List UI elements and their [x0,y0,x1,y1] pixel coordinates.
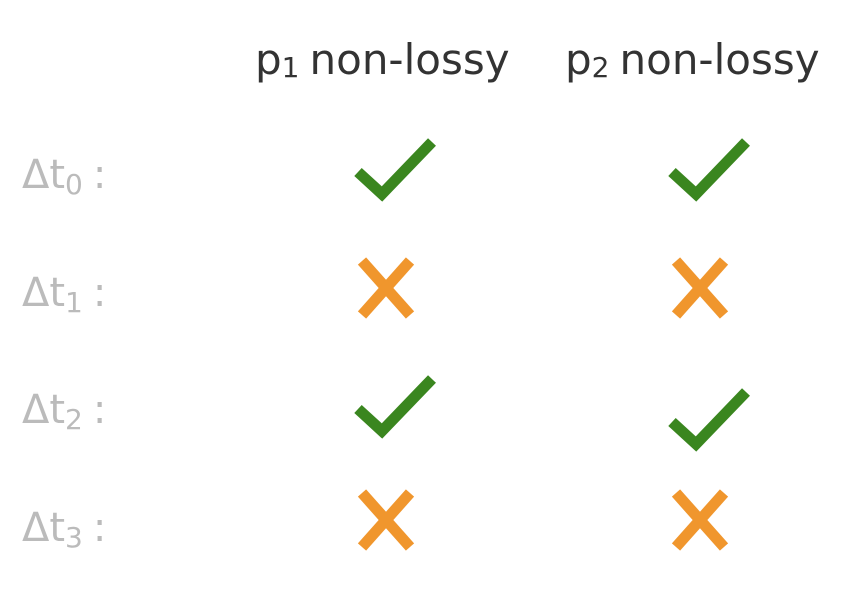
cell-mark-dt2-p1 [352,373,436,439]
row-label-dt1: Δt1: [22,268,106,322]
cross-icon [671,489,729,551]
row-label-subscript: 2 [65,403,83,436]
row-label-dt2: Δt2: [22,385,106,439]
cell-mark-dt0-p2 [666,136,750,202]
row-label-colon: : [92,270,107,316]
column-header-text: non-lossy [309,35,510,84]
cross-icon [671,257,729,319]
cross-icon [357,257,415,319]
check-icon [668,388,750,452]
row-label-subscript: 0 [65,168,83,201]
check-icon [668,138,750,202]
column-header-p2: p2 non-lossy [565,30,820,95]
check-stroke [668,388,750,452]
column-header-prefix: p [255,35,282,84]
check-icon [354,375,436,439]
column-header-p1: p1 non-lossy [255,30,510,95]
cell-mark-dt0-p1 [352,136,436,202]
cross-stroke-2 [671,257,729,319]
row-label-prefix: Δt [22,152,66,198]
row-label-subscript: 3 [65,521,83,554]
row-label-colon: : [92,387,107,433]
cross-stroke-2 [357,257,415,319]
column-header-subscript: 1 [281,51,300,84]
column-header-subscript: 2 [591,51,610,84]
cross-icon [357,489,415,551]
row-label-dt3: Δt3: [22,503,106,557]
column-header-text: non-lossy [619,35,820,84]
row-label-colon: : [92,505,107,551]
cross-stroke-2 [671,489,729,551]
row-label-prefix: Δt [22,505,66,551]
check-icon [354,138,436,202]
row-label-prefix: Δt [22,270,66,316]
row-label-subscript: 1 [65,286,83,319]
cell-mark-dt3-p1 [352,487,436,553]
cell-mark-dt3-p2 [666,487,750,553]
row-label-prefix: Δt [22,387,66,433]
check-stroke [354,375,436,439]
check-stroke [668,138,750,202]
cell-mark-dt1-p2 [666,255,750,321]
check-stroke [354,138,436,202]
column-header-prefix: p [565,35,592,84]
row-label-dt0: Δt0: [22,150,106,204]
cross-stroke-2 [357,489,415,551]
row-label-colon: : [92,152,107,198]
cell-mark-dt2-p2 [666,386,750,452]
cell-mark-dt1-p1 [352,255,436,321]
